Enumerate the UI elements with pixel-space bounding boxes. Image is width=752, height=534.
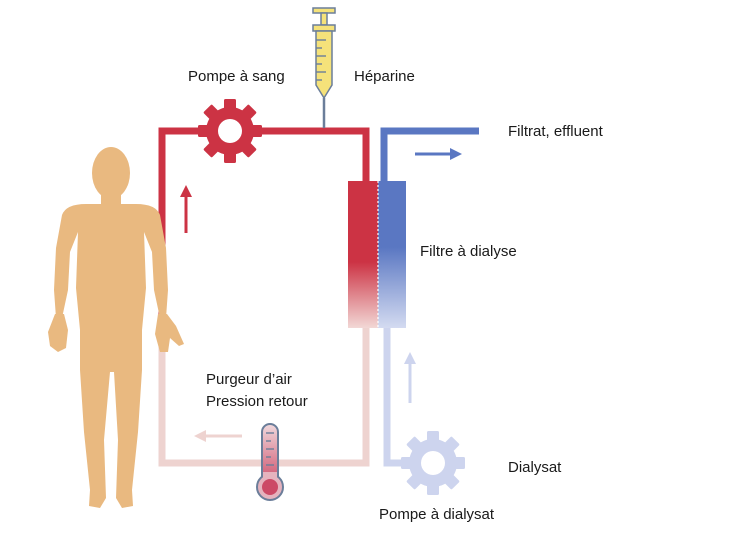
return-flow-arrow-icon	[194, 430, 242, 442]
dialysate-pump-gear-icon	[401, 431, 465, 495]
filtrate-label: Filtrat, effluent	[508, 123, 603, 140]
dialysis-filter-label: Filtre à dialyse	[420, 243, 517, 260]
air-trap-label: Purgeur d’air	[206, 371, 292, 388]
blood-pump-gear-icon	[198, 99, 262, 163]
arterial-flow-arrow-icon	[180, 185, 192, 233]
dialysate-flow-arrow-icon	[404, 352, 416, 403]
dialysate-label: Dialysat	[508, 459, 562, 476]
return-pressure-thermometer-icon	[256, 423, 284, 501]
heparin-syringe-icon	[312, 7, 336, 128]
blood-pump-label: Pompe à sang	[188, 68, 285, 85]
heparin-label: Héparine	[354, 68, 415, 85]
dialysate-pump-label: Pompe à dialysat	[379, 506, 495, 523]
patient-body-icon	[48, 147, 184, 508]
filtrate-flow-arrow-icon	[415, 148, 462, 160]
return-pressure-label: Pression retour	[206, 393, 308, 410]
blood-arterial-line	[158, 127, 370, 318]
filtrate-outflow-line	[380, 127, 479, 182]
dialysis-filter	[348, 181, 406, 328]
